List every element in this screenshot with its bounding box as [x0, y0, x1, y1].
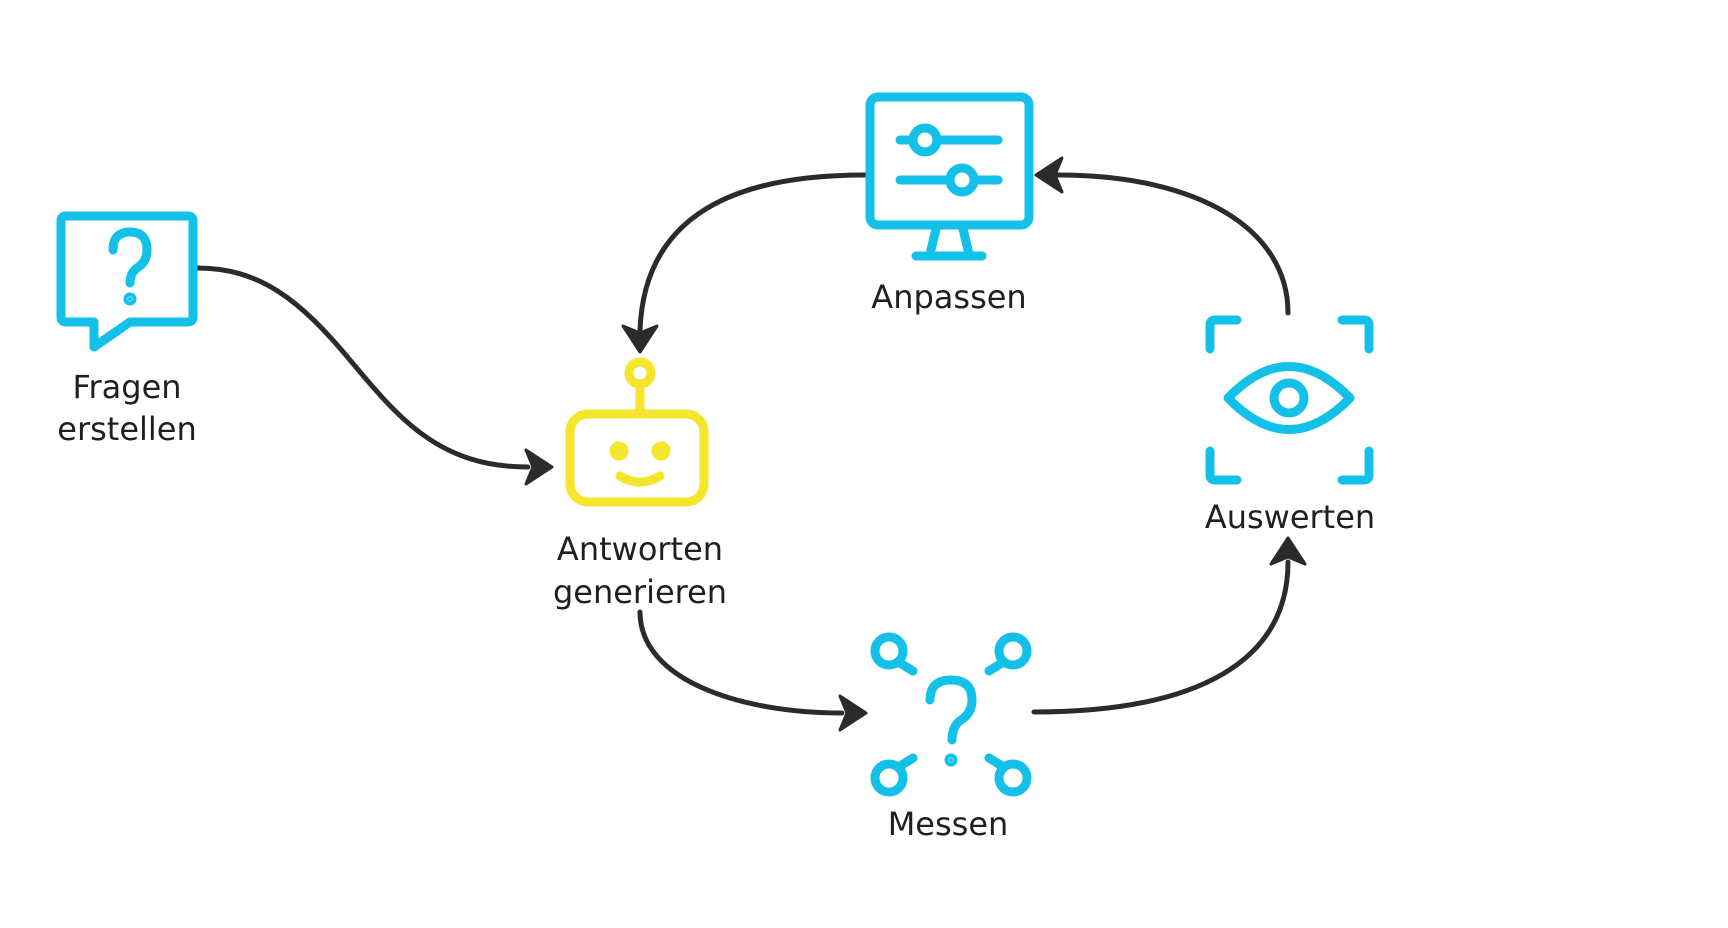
node-label: Auswerten: [1205, 498, 1375, 536]
node-antworten-generieren: Antworten generieren: [553, 357, 727, 611]
node-fragen-erstellen: Fragen erstellen: [56, 211, 198, 448]
edge-antworten-to-messen: [637, 609, 868, 732]
node-label: Antworten: [557, 530, 723, 568]
question-network-icon: [870, 632, 1032, 797]
edge-fragen-to-antworten: [194, 265, 554, 486]
speech-bubble-question-icon: [56, 211, 198, 352]
node-label: erstellen: [57, 410, 197, 448]
node-messen: Messen: [870, 632, 1032, 843]
monitor-sliders-icon: [865, 92, 1034, 261]
edge-auswerten-to-anpassen: [1034, 156, 1291, 316]
eye-scan-icon: [1205, 315, 1374, 485]
edge-messen-to-auswerten: [1031, 536, 1307, 715]
node-label: generieren: [553, 573, 727, 611]
node-auswerten: Auswerten: [1205, 315, 1375, 536]
robot-icon: [565, 357, 709, 507]
node-label: Fragen: [72, 368, 181, 406]
edge-anpassen-to-antworten: [621, 172, 868, 354]
node-label: Messen: [888, 805, 1009, 843]
node-anpassen: Anpassen: [865, 92, 1034, 316]
node-label: Anpassen: [871, 278, 1026, 316]
